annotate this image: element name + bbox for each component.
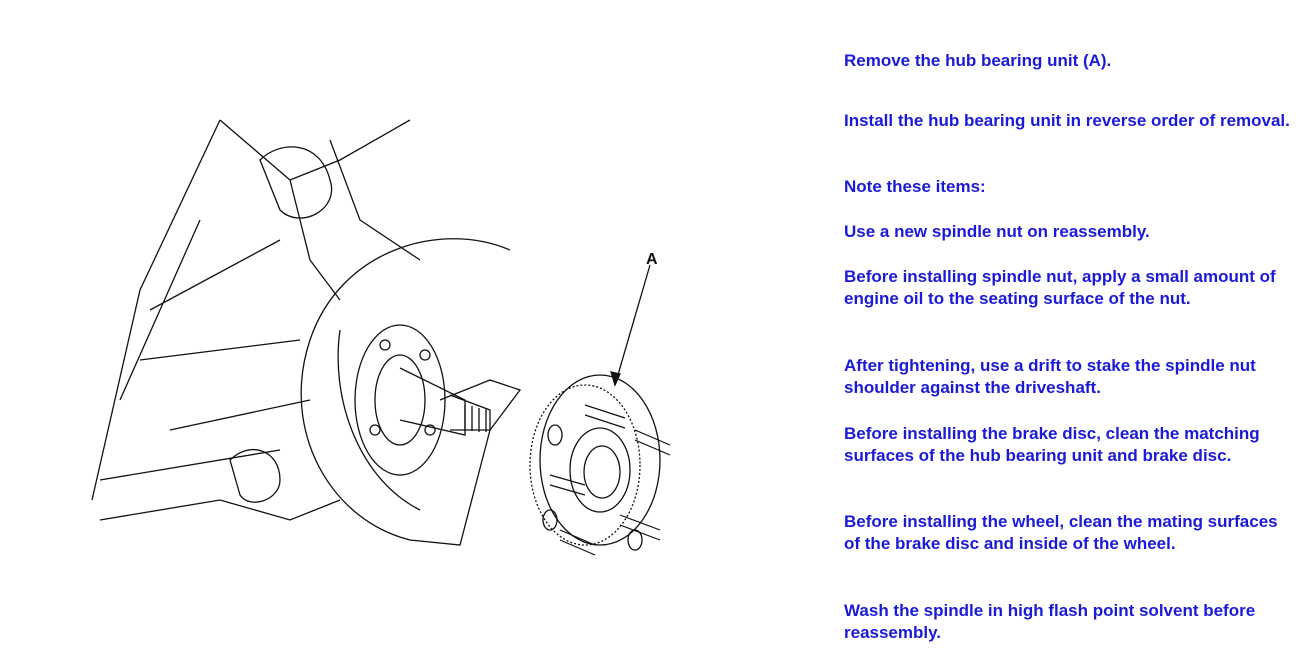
- instruction-clean-wheel: Before installing the wheel, clean the m…: [844, 512, 1278, 554]
- instruction-new-nut: Use a new spindle nut on reassembly.: [844, 222, 1150, 241]
- instruction-remove: Remove the hub bearing unit (A).: [844, 51, 1112, 70]
- instruction-note-heading: Note these items:: [844, 177, 986, 196]
- instruction-wash-spindle: Wash the spindle in high flash point sol…: [844, 601, 1256, 643]
- instruction-clean-disc: Before installing the brake disc, clean …: [844, 424, 1260, 466]
- instruction-install: Install the hub bearing unit in reverse …: [844, 111, 1290, 130]
- hub-bearing-diagram: A: [91, 119, 671, 556]
- instruction-oil-nut: Before installing spindle nut, apply a s…: [844, 267, 1276, 309]
- callout-label-a: A: [646, 251, 658, 268]
- instruction-stake-nut: After tightening, use a drift to stake t…: [844, 356, 1256, 398]
